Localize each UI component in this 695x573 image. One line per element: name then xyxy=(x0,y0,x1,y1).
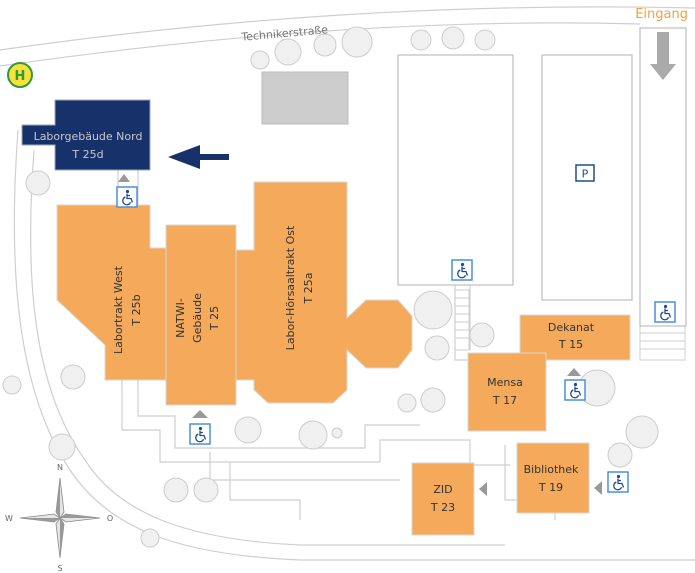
building-t19-name: Bibliothek xyxy=(524,463,579,476)
arrow-down-icon xyxy=(650,32,676,80)
building-t23-name: ZID xyxy=(433,483,452,496)
compass-south: S xyxy=(57,564,62,573)
helipad-icon xyxy=(7,62,33,88)
stairs xyxy=(454,289,686,361)
entrance-markers xyxy=(118,174,602,496)
wheelchair-icon[interactable] xyxy=(116,186,138,208)
wheelchair-icon[interactable] xyxy=(654,301,676,323)
building-t17-code: T 17 xyxy=(492,394,517,407)
compass-east: O xyxy=(107,514,113,523)
wheelchair-icon[interactable] xyxy=(189,423,211,445)
wheelchair-icon[interactable] xyxy=(451,259,473,281)
building-t25a-code: T 25a xyxy=(302,273,315,305)
building-t25-code: T 25 xyxy=(208,306,221,331)
helipad-label: H xyxy=(15,69,26,84)
compass-north: N xyxy=(57,463,63,472)
building-t19[interactable] xyxy=(516,442,590,514)
building-t25d-name: Laborgebäude Nord xyxy=(34,130,143,143)
building-t25d[interactable] xyxy=(21,99,151,171)
building-t15[interactable] xyxy=(519,314,631,361)
arrow-left-icon xyxy=(168,145,229,169)
building-t19-code: T 19 xyxy=(538,481,563,494)
building-t17-name: Mensa xyxy=(487,376,523,389)
building-t23-code: T 23 xyxy=(430,501,455,514)
wheelchair-icon[interactable] xyxy=(607,471,629,493)
street-outline xyxy=(0,6,695,561)
building-t23[interactable] xyxy=(411,462,475,536)
building-t15-name: Dekanat xyxy=(548,321,595,334)
compass-west: W xyxy=(5,514,13,523)
building-t25a-name: Labor-Hörsaaltrakt Ost xyxy=(284,225,297,350)
parking-icon: P xyxy=(582,168,589,181)
building-t25-line1: NATWI- xyxy=(174,298,187,338)
entrance-label: Eingang xyxy=(635,7,688,22)
building-t25b-code: T 25b xyxy=(130,294,143,326)
grey-block xyxy=(261,71,349,125)
building-t25[interactable] xyxy=(165,224,237,406)
compass-rose-icon xyxy=(19,477,101,559)
building-t25b-name: Labortrakt West xyxy=(112,265,125,354)
building-t25d-code: T 25d xyxy=(71,148,103,161)
building-t17[interactable] xyxy=(467,352,547,432)
building-t25-line2: Gebäude xyxy=(191,293,204,343)
wheelchair-icon[interactable] xyxy=(564,379,586,401)
building-t15-code: T 15 xyxy=(558,338,583,351)
building-t25a[interactable] xyxy=(235,181,413,404)
parking-lots xyxy=(397,27,687,327)
